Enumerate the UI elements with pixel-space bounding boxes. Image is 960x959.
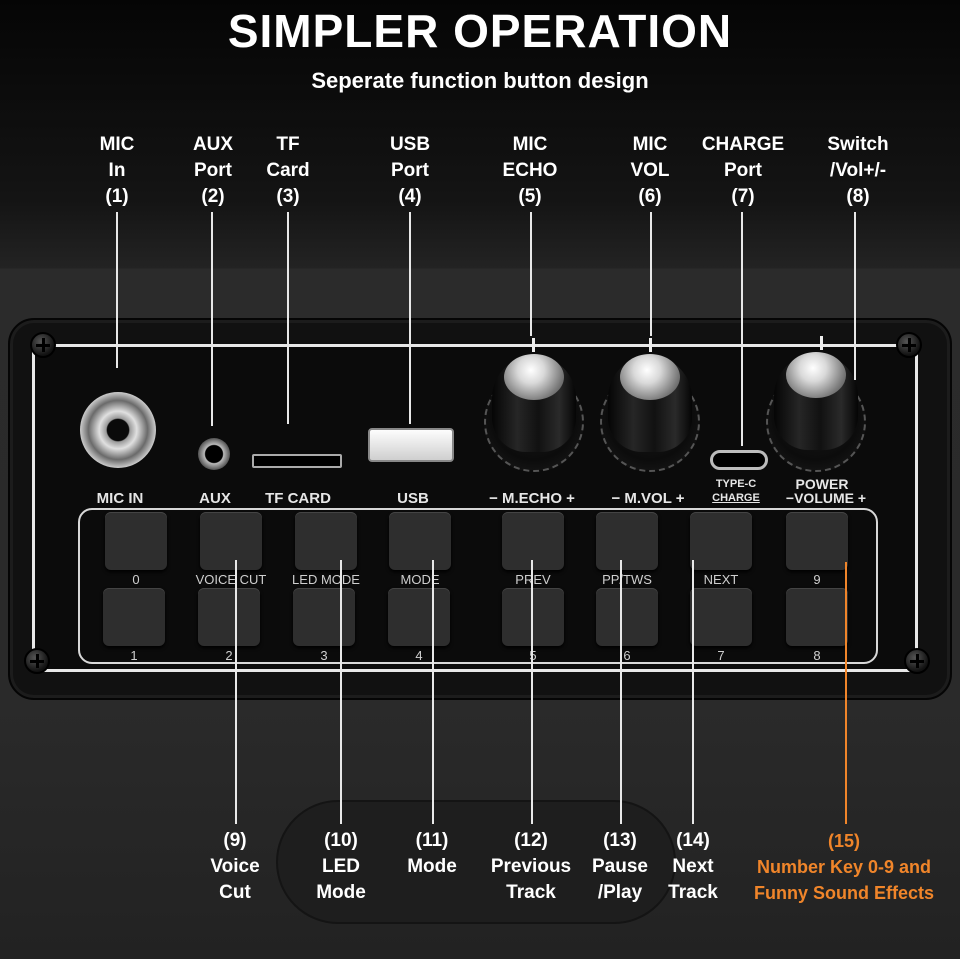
screw-icon xyxy=(896,332,922,358)
panel-label-usb: USB xyxy=(397,490,429,507)
knob-pointer-icon xyxy=(820,336,823,350)
leader-line xyxy=(620,560,622,824)
leader-line xyxy=(531,560,533,824)
leader-line xyxy=(211,212,213,426)
leader-line xyxy=(650,212,652,336)
screw-icon xyxy=(24,648,50,674)
leader-line xyxy=(287,212,289,424)
key-1-button[interactable] xyxy=(103,588,165,646)
label-pause-play: (13) Pause /Play xyxy=(592,830,648,903)
page-subtitle: Seperate function button design xyxy=(311,68,649,93)
label-previous-track: (12) Previous Track xyxy=(490,830,572,903)
key-9-button[interactable] xyxy=(786,512,848,570)
label-aux-port: AUX Port (2) xyxy=(192,134,234,207)
key-6-button[interactable] xyxy=(596,588,658,646)
label-mic-vol: MIC VOL (6) xyxy=(630,134,670,207)
panel-label-charge: CHARGE xyxy=(712,492,760,504)
knob-pointer-icon xyxy=(532,338,535,352)
key-led-mode-button[interactable] xyxy=(295,512,357,570)
leader-line xyxy=(854,212,856,380)
leader-line xyxy=(409,212,411,424)
knob-cap xyxy=(620,354,680,400)
key-2-button[interactable] xyxy=(198,588,260,646)
key-label: 4 xyxy=(415,648,423,663)
label-charge-port: CHARGE Port (7) xyxy=(701,134,785,207)
leader-line-highlight xyxy=(845,562,847,824)
mic-in-jack[interactable] xyxy=(80,392,156,468)
panel-label-m-vol: − M.VOL + xyxy=(611,490,685,507)
key-label: PREV xyxy=(515,572,551,587)
label-switch-vol: Switch /Vol+/- (8) xyxy=(827,134,889,207)
key-label: 7 xyxy=(717,648,725,663)
key-label: PP/TWS xyxy=(602,572,652,587)
knob-cap xyxy=(786,352,846,398)
leader-line xyxy=(235,560,237,824)
key-label: VOICE CUT xyxy=(195,572,267,587)
key-7-button[interactable] xyxy=(690,588,752,646)
key-prev-button[interactable] xyxy=(502,512,564,570)
panel-label-power: POWER xyxy=(795,476,849,492)
tf-card-slot[interactable] xyxy=(252,454,342,468)
leader-line xyxy=(340,560,342,824)
label-mode: (11) Mode xyxy=(407,830,457,877)
knob-pointer-icon xyxy=(649,338,652,352)
key-label: LED MODE xyxy=(292,572,360,587)
label-next-track: (14) Next Track xyxy=(668,830,718,903)
label-voice-cut: (9) Voice Cut xyxy=(210,830,260,903)
label-number-keys: (15) Number Key 0-9 and Funny Sound Effe… xyxy=(754,831,934,903)
key-5-button[interactable] xyxy=(502,588,564,646)
key-0-button[interactable] xyxy=(105,512,167,570)
usb-port[interactable] xyxy=(368,428,454,462)
panel-label-m-echo: − M.ECHO + xyxy=(489,490,575,507)
type-c-port[interactable] xyxy=(710,450,768,470)
screw-icon xyxy=(30,332,56,358)
key-label: 3 xyxy=(320,648,328,663)
key-label: 0 xyxy=(132,572,140,587)
key-voice-cut-button[interactable] xyxy=(200,512,262,570)
knob-cap xyxy=(504,354,564,400)
key-pp-tws-button[interactable] xyxy=(596,512,658,570)
leader-line xyxy=(692,560,694,824)
page-title: SIMPLER OPERATION xyxy=(227,5,733,57)
keypad-frame xyxy=(78,508,878,664)
key-8-button[interactable] xyxy=(786,588,848,646)
label-usb-port: USB Port (4) xyxy=(389,134,431,207)
key-3-button[interactable] xyxy=(293,588,355,646)
cabinet-recess xyxy=(276,800,676,924)
key-mode-button[interactable] xyxy=(389,512,451,570)
aux-jack[interactable] xyxy=(198,438,230,470)
key-label: 2 xyxy=(225,648,233,663)
panel-label-mic-in: MIC IN xyxy=(96,490,144,507)
panel-label-volume: −VOLUME + xyxy=(785,490,867,506)
panel-label-type-c: TYPE-C xyxy=(715,478,757,490)
label-mic-echo: MIC ECHO (5) xyxy=(502,134,558,207)
leader-line xyxy=(741,212,743,446)
panel-label-aux: AUX xyxy=(199,490,231,507)
leader-line xyxy=(432,560,434,824)
key-label: 1 xyxy=(130,648,138,663)
leader-line xyxy=(116,212,118,368)
label-led-mode: (10) LED Mode xyxy=(316,830,366,903)
key-label: 6 xyxy=(623,648,631,663)
panel-label-tf-card: TF CARD xyxy=(265,490,331,507)
key-label: MODE xyxy=(400,572,440,587)
key-label: 8 xyxy=(813,648,821,663)
key-next-button[interactable] xyxy=(690,512,752,570)
key-label: 9 xyxy=(813,572,821,587)
key-4-button[interactable] xyxy=(388,588,450,646)
label-mic-in: MIC In (1) xyxy=(99,134,135,207)
label-tf-card: TF Card (3) xyxy=(266,134,310,207)
key-label: NEXT xyxy=(703,572,739,587)
screw-icon xyxy=(904,648,930,674)
leader-line xyxy=(530,212,532,336)
